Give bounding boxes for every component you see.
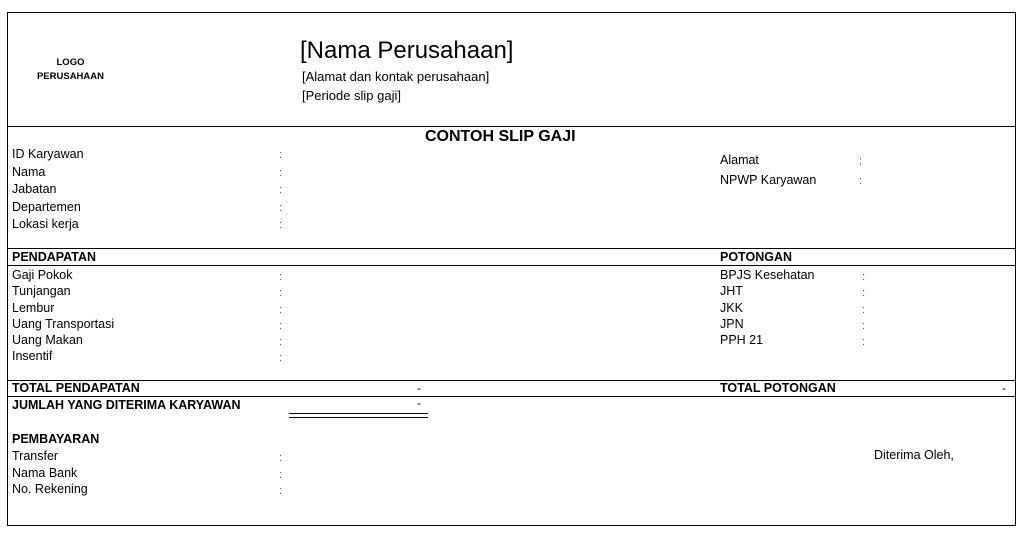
- totals-divider: [8, 380, 1015, 381]
- company-address: [Alamat dan kontak perusahaan]: [302, 69, 490, 84]
- colon: :: [279, 271, 283, 283]
- deductions-list: BPJS Kesehatan JHT JKK JPN PPH 21: [720, 267, 815, 348]
- employee-field-label: Alamat: [720, 153, 759, 167]
- earnings-item: Uang Transportasi: [12, 316, 115, 331]
- colon: :: [279, 149, 283, 161]
- employee-field-label: Departemen: [12, 199, 81, 214]
- slip-period: [Periode slip gaji]: [302, 88, 401, 103]
- payment-list: Transfer Nama Bank No. Rekening: [12, 448, 88, 498]
- colon: :: [279, 468, 283, 481]
- logo-placeholder: LOGO PERUSAHAAN: [8, 56, 133, 84]
- employee-info-right-colons: : :: [859, 151, 862, 191]
- colon: :: [862, 271, 866, 283]
- employee-info-left: ID Karyawan Nama Jabatan Departemen Loka…: [12, 146, 84, 234]
- colon: :: [862, 287, 866, 300]
- employee-info-right: Alamat NPWP Karyawan: [720, 150, 816, 190]
- deduction-item: JPN: [720, 316, 744, 331]
- payment-item: Transfer: [12, 449, 59, 463]
- section-divider-top: [8, 248, 1015, 249]
- colon: :: [279, 219, 283, 231]
- employee-field-label: Lokasi kerja: [12, 217, 79, 231]
- salary-slip: LOGO PERUSAHAAN [Nama Perusahaan] [Alama…: [7, 12, 1016, 526]
- colon: :: [279, 287, 283, 300]
- earnings-colons: : : : : : :: [279, 269, 282, 367]
- earnings-item: Tunjangan: [12, 284, 71, 299]
- colon: :: [279, 184, 283, 196]
- colon: :: [279, 166, 283, 179]
- payment-item: Nama Bank: [12, 465, 78, 480]
- colon: :: [859, 175, 863, 187]
- colon: :: [859, 155, 863, 167]
- colon: :: [279, 452, 283, 464]
- earnings-list: Gaji Pokok Tunjangan Lembur Uang Transpo…: [12, 267, 114, 365]
- net-pay-label: JUMLAH YANG DITERIMA KARYAWAN: [12, 398, 241, 412]
- colon: :: [862, 336, 866, 349]
- colon: :: [279, 352, 283, 365]
- company-name: [Nama Perusahaan]: [300, 37, 514, 64]
- employee-field-label: ID Karyawan: [12, 147, 84, 161]
- net-pay-double-underline: [289, 413, 428, 418]
- payment-item: No. Rekening: [12, 482, 88, 496]
- payment-colons: : : :: [279, 450, 282, 500]
- total-deductions-value: -: [1002, 381, 1006, 395]
- deduction-item: JKK: [720, 300, 743, 315]
- section-divider-bottom: [8, 265, 1015, 266]
- payment-title: PEMBAYARAN: [12, 432, 100, 446]
- logo-line-2: PERUSAHAAN: [36, 71, 105, 82]
- earnings-item: Uang Makan: [12, 333, 83, 348]
- net-divider: [8, 396, 1015, 397]
- colon: :: [279, 201, 283, 214]
- total-earnings-label: TOTAL PENDAPATAN: [12, 381, 140, 395]
- total-deductions-label: TOTAL POTONGAN: [720, 381, 836, 395]
- total-earnings-value: -: [417, 381, 421, 395]
- earnings-item: Insentif: [12, 349, 53, 364]
- employee-field-label: Jabatan: [12, 182, 57, 196]
- deduction-item: PPH 21: [720, 333, 764, 348]
- net-pay-value: -: [417, 396, 421, 410]
- colon: :: [279, 303, 283, 316]
- employee-info-left-colons: : : : : :: [279, 147, 282, 235]
- deduction-item: BPJS Kesehatan: [720, 268, 815, 282]
- earnings-item: Gaji Pokok: [12, 268, 73, 282]
- deductions-colons: : : : : :: [862, 269, 865, 350]
- employee-field-label: Nama: [12, 164, 46, 179]
- colon: :: [862, 319, 866, 332]
- header-divider: [8, 126, 1015, 127]
- colon: :: [279, 319, 283, 332]
- received-by-label: Diterima Oleh,: [874, 448, 954, 462]
- colon: :: [279, 336, 283, 349]
- earnings-item: Lembur: [12, 300, 55, 315]
- colon: :: [279, 485, 283, 497]
- slip-title: CONTOH SLIP GAJI: [425, 128, 576, 145]
- employee-field-label: NPWP Karyawan: [720, 173, 817, 187]
- earnings-title: PENDAPATAN: [12, 250, 97, 264]
- deduction-item: JHT: [720, 284, 743, 299]
- logo-line-1: LOGO: [56, 57, 85, 68]
- deductions-title: POTONGAN: [720, 250, 792, 264]
- colon: :: [862, 303, 866, 316]
